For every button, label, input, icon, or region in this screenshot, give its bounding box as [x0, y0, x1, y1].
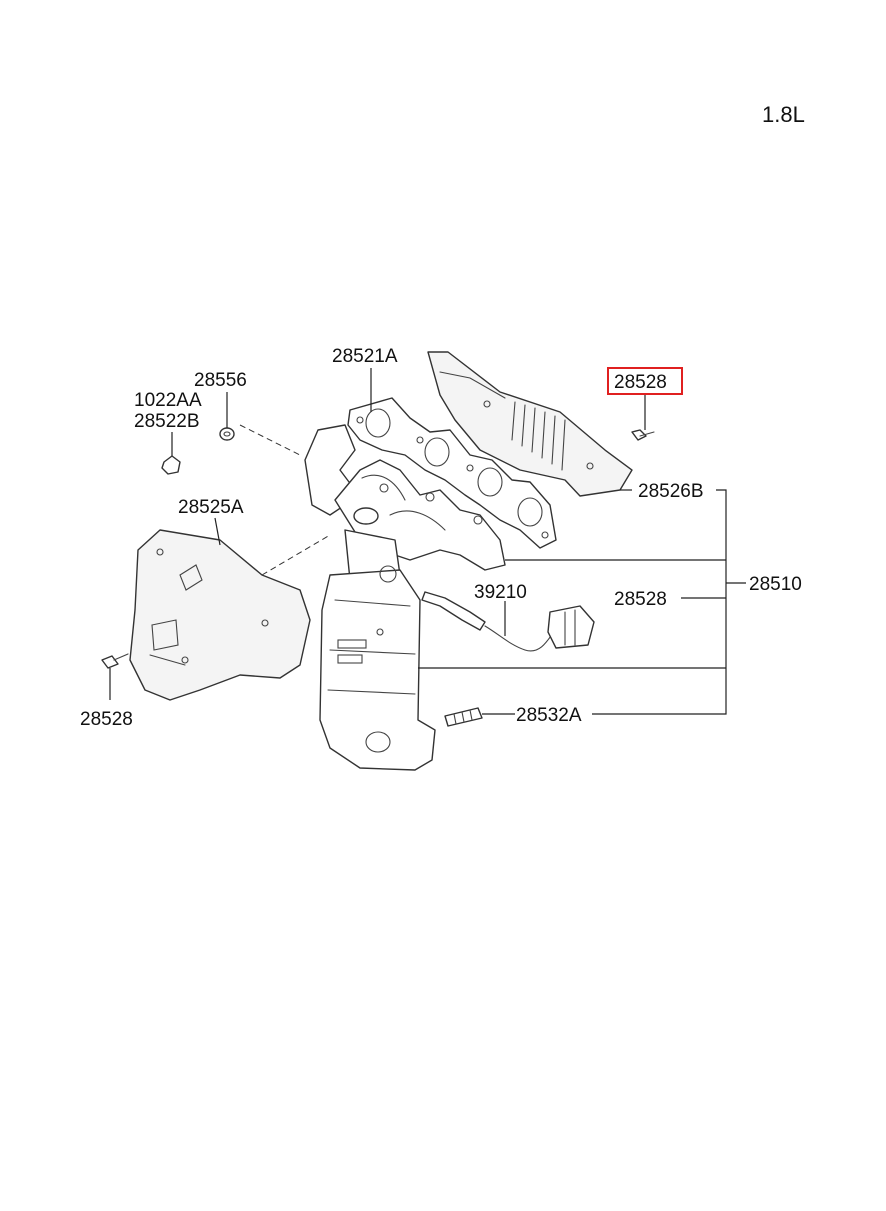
catalytic-converter	[319, 565, 436, 771]
label-28528-top[interactable]: 28528	[614, 372, 667, 393]
label-1022AA[interactable]: 1022AA	[134, 390, 202, 411]
highlight-box	[607, 367, 683, 395]
label-28556[interactable]: 28556	[194, 370, 247, 391]
bolt-top-right	[631, 429, 655, 441]
stud-28532A	[444, 707, 483, 727]
label-28526B[interactable]: 28526B	[638, 481, 704, 502]
nut-28522B	[161, 455, 181, 475]
heat-protector-lower	[129, 529, 311, 701]
heat-protector-upper	[427, 351, 633, 497]
label-28522B[interactable]: 28522B	[134, 411, 200, 432]
exhaust-manifold	[304, 424, 506, 581]
label-28528-left[interactable]: 28528	[80, 709, 133, 730]
washer-28556	[219, 427, 235, 441]
leader-28525A	[214, 517, 221, 546]
label-28528-mid[interactable]: 28528	[614, 589, 667, 610]
label-28532A[interactable]: 28532A	[516, 705, 582, 726]
label-39210[interactable]: 39210	[474, 582, 527, 603]
engine-label: 1.8L	[762, 102, 805, 127]
bolt-left	[101, 653, 129, 669]
oxygen-sensor	[421, 591, 595, 652]
manifold-gasket	[347, 397, 557, 549]
label-28510[interactable]: 28510	[749, 574, 802, 595]
label-28521A[interactable]: 28521A	[332, 346, 398, 367]
label-28525A[interactable]: 28525A	[178, 497, 244, 518]
leader-28510-bracket	[592, 489, 727, 715]
